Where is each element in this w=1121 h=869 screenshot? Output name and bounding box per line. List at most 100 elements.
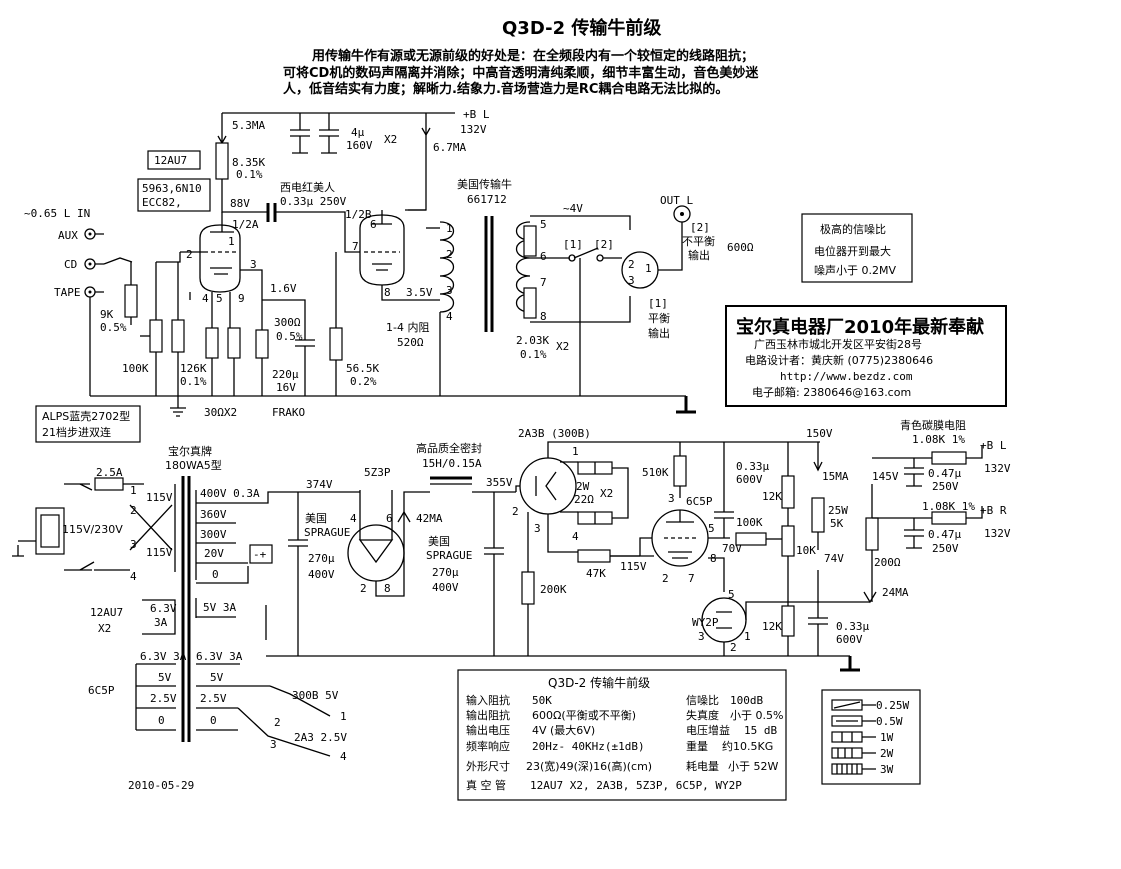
spec-l0-k: 输入阻抗: [466, 693, 510, 707]
spec-tubes-v: 12AU7 X2, 2A3B, 5Z3P, 6C5P, WY2P: [530, 779, 742, 792]
r-56-5k-tol: 0.2%: [350, 375, 377, 388]
sprague-2: 美国: [428, 535, 450, 548]
r-100k-reg: 100K: [736, 516, 763, 529]
hr-1: 5V: [210, 671, 224, 684]
sprague-1b: SPRAGUE: [304, 526, 350, 539]
r-126k-tol: 0.1%: [180, 375, 207, 388]
rect-pin-4: 4: [350, 512, 357, 525]
c033b-v: 600V: [836, 633, 863, 646]
sel-pin-2: 2: [274, 716, 281, 729]
bplus-l-label: +B L: [463, 108, 490, 121]
intro-line-2: 可将CD机的数码声隔离并消除；中高音透明清纯柔顺，细节丰富生动，音色美妙迷: [283, 65, 759, 81]
trans-model: 661712: [467, 193, 507, 206]
spec-tubes-k: 真 空 管: [466, 778, 506, 792]
choke-value: 15H/0.15A: [422, 457, 482, 470]
spec-r1-v: 小于 0.5%: [730, 709, 783, 722]
pri-pin-1: 1: [130, 484, 137, 497]
cap-value: 0.33μ 250V: [280, 195, 347, 208]
maker-designer: 电路设计者：黄庆新 (0775)2380646: [745, 353, 933, 367]
snr-line-2: 电位器开到最大: [814, 244, 891, 258]
v145: 145V: [872, 470, 899, 483]
tpin-6: 6: [540, 250, 547, 263]
c-220-v: 16V: [276, 381, 296, 394]
sel-pin-3: 3: [270, 738, 277, 751]
alps-line-2: 21档步进双连: [42, 425, 111, 439]
v355: 355V: [486, 476, 513, 489]
heater-12au7-x2: X2: [98, 622, 111, 635]
tpin-8: 8: [540, 310, 547, 323]
rect-pin-2: 2: [360, 582, 367, 595]
c033-v: 600V: [736, 473, 763, 486]
r-12k-b: 12K: [762, 620, 782, 633]
current-5-3ma: 5.3MA: [232, 119, 265, 132]
r-8-35k-tol: 0.1%: [236, 168, 263, 181]
wy-pin-5: 5: [728, 588, 735, 601]
tube1-pin-4: 4: [202, 292, 209, 305]
dht-label: 2A3B (300B): [518, 427, 591, 440]
trans-brand: 美国传输牛: [457, 177, 512, 191]
snr-line-1: 极高的信噪比: [820, 222, 886, 236]
sec-360: 360V: [200, 508, 227, 521]
spec-title: Q3D-2 传输牛前级: [548, 675, 650, 690]
i42: 42MA: [416, 512, 443, 525]
rect-pin-6: 6: [386, 512, 393, 525]
schematic-title: Q3D-2 传输牛前级: [502, 17, 662, 39]
c270b: 270μ: [432, 566, 459, 579]
tube-half-a: 1/2A: [232, 218, 259, 231]
v374: 374V: [306, 478, 333, 491]
r-5k: 5K: [830, 517, 844, 530]
sprague-2b: SPRAGUE: [426, 549, 472, 562]
fuse-label: 2.5A: [96, 466, 123, 479]
input-tape: TAPE: [54, 286, 81, 299]
spec-l2-k: 输出电压: [466, 723, 510, 737]
c047a-v: 250V: [932, 480, 959, 493]
pri-pin-3: 3: [130, 538, 137, 551]
hr-3: 0: [210, 714, 217, 727]
unbal-text-2: 输出: [688, 248, 710, 262]
maker-web: http://www.bezdz.com: [780, 370, 913, 383]
r-108-b: 1.08K 1%: [922, 500, 975, 513]
psu-model: 180WA5型: [165, 458, 222, 472]
c033b: 0.33μ: [836, 620, 869, 633]
spec-size-k: 外形尺寸: [466, 759, 510, 773]
spec-power-k: 耗电量: [686, 760, 719, 773]
legend-3w: 3W: [880, 763, 894, 776]
v4-label: ~4V: [563, 202, 583, 215]
spec-l1-v: 600Ω(平衡或不平衡): [532, 709, 636, 722]
v115-a: 115V: [146, 491, 173, 504]
r-126k: 126K: [180, 362, 207, 375]
dht-pin-1: 1: [572, 445, 579, 458]
bal-num: [1]: [648, 297, 668, 310]
sec-300: 300V: [200, 528, 227, 541]
r-56-5k: 56.5K: [346, 362, 379, 375]
spec-r2-v: 15 dB: [744, 724, 777, 737]
v74: 74V: [824, 552, 844, 565]
spec-size-v: 23(宽)49(深)16(高)(cm): [526, 759, 652, 773]
spec-r1-k: 失真度: [686, 708, 719, 722]
hr-2: 2.5V: [200, 692, 227, 705]
dht-pin-4: 4: [572, 530, 579, 543]
tube-half-b: 1/2B: [345, 208, 372, 221]
hl-1: 5V: [158, 671, 172, 684]
switch-2: [2]: [594, 238, 614, 251]
xlr-pin-3: 3: [628, 274, 635, 287]
heater-12au7: 12AU7: [90, 606, 123, 619]
cap-4u-label: 4μ: [351, 126, 365, 139]
v88-label: 88V: [230, 197, 250, 210]
bpl-label: +B L: [980, 439, 1007, 452]
v150: 150V: [806, 427, 833, 440]
r-9k-tol: 0.5%: [100, 321, 127, 334]
spec-power-v: 小于 52W: [728, 760, 778, 773]
c047b: 0.47μ: [928, 528, 961, 541]
spec-r0-v: 100dB: [730, 694, 763, 707]
r-108-a: 1.08K 1%: [912, 433, 965, 446]
hl-0: 6.3V 3A: [140, 650, 187, 663]
c047b-v: 250V: [932, 542, 959, 555]
mains-label: 115V/230V: [62, 523, 123, 536]
hr-0: 6.3V 3A: [196, 650, 243, 663]
tube2-pin-8: 8: [384, 286, 391, 299]
spec-r0-k: 信噪比: [686, 694, 719, 707]
rect-pin-8: 8: [384, 582, 391, 595]
unbal-num: [2]: [690, 221, 710, 234]
spec-r2-k: 电压增益: [686, 723, 730, 737]
